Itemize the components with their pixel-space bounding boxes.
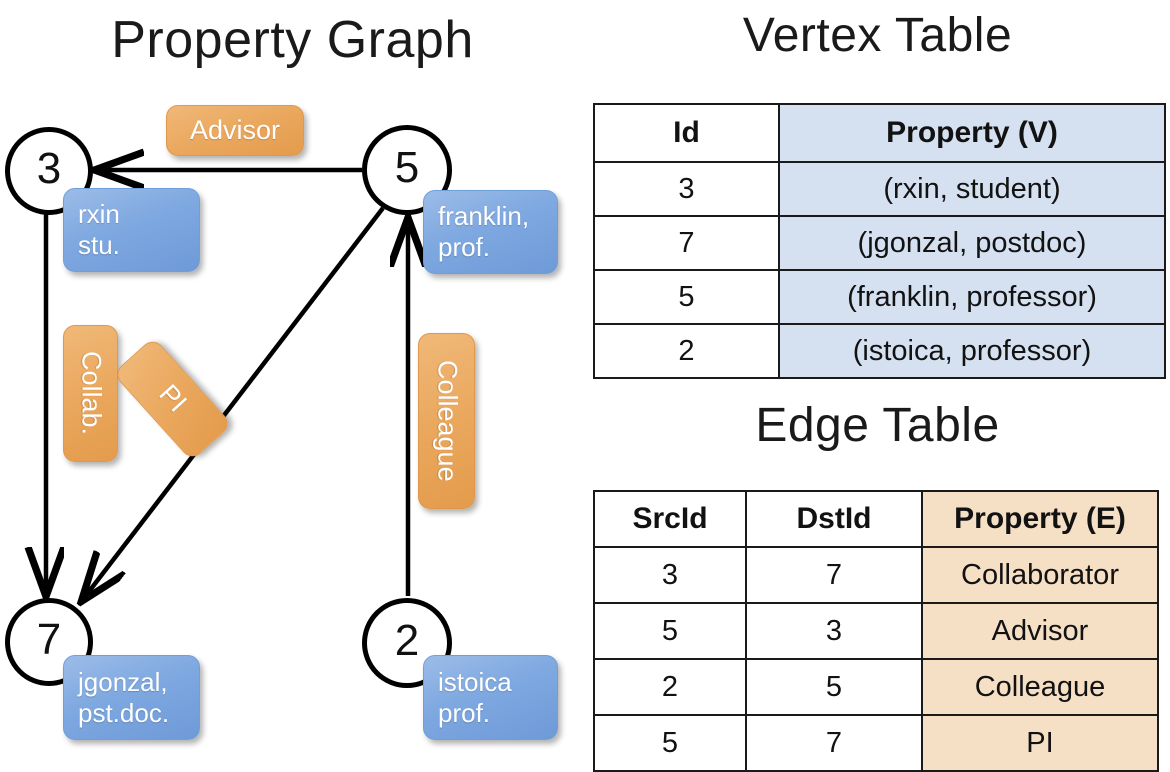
graph-node-2-label: 2 — [394, 616, 420, 665]
vertex-property-badge-franklin[interactable]: franklin, prof. — [423, 190, 558, 274]
edge-property-badge-colleague-label: Colleague — [432, 360, 463, 482]
vertex-cell-id: 7 — [593, 215, 780, 271]
vertex-cell-property: (istoica, professor) — [778, 323, 1166, 379]
graph-node-5-label: 5 — [394, 143, 420, 192]
graph-node-2[interactable]: 2 — [362, 598, 452, 688]
vertex-property-badge-rxin-label: rxin stu. — [78, 199, 120, 260]
edge-cell-property: Colleague — [921, 658, 1159, 716]
vertex-property-badge-jgonzal[interactable]: jgonzal, pst.doc. — [63, 655, 200, 740]
table-row[interactable]: 5 (franklin, professor) — [593, 269, 1166, 325]
edge-property-badge-advisor-label: Advisor — [189, 114, 281, 145]
vertex-property-badge-jgonzal-label: jgonzal, pst.doc. — [78, 666, 170, 728]
edge-cell-property: Advisor — [921, 602, 1159, 660]
vertex-cell-id: 2 — [593, 323, 780, 379]
vertex-cell-property: (rxin, student) — [778, 161, 1166, 217]
edge-property-badge-collab-label: Collab. — [76, 351, 107, 436]
vertex-property-badge-istoica[interactable]: istoica prof. — [423, 655, 558, 740]
edge-cell-dstid: 7 — [745, 714, 923, 772]
edge-table-header-srcid: SrcId — [593, 490, 747, 548]
edge-cell-property: Collaborator — [921, 546, 1159, 604]
vertex-cell-id: 3 — [593, 161, 780, 217]
table-row[interactable]: 3 7 Collaborator — [593, 546, 1159, 604]
edge-cell-srcid: 3 — [593, 546, 747, 604]
vertex-table: Id Property (V) 3 (rxin, student) 7 (jgo… — [593, 103, 1166, 379]
edge-table-header-row: SrcId DstId Property (E) — [593, 490, 1159, 548]
edge-cell-srcid: 2 — [593, 658, 747, 716]
edge-property-badge-colleague[interactable]: Colleague — [418, 333, 475, 509]
graph-edge-lines — [0, 0, 585, 760]
edge-cell-srcid: 5 — [593, 602, 747, 660]
edge-cell-dstid: 5 — [745, 658, 923, 716]
page-title-vertex-table: Vertex Table — [742, 9, 1013, 62]
table-row[interactable]: 3 (rxin, student) — [593, 161, 1166, 217]
edge-cell-dstid: 7 — [745, 546, 923, 604]
vertex-cell-property: (franklin, professor) — [778, 269, 1166, 325]
table-row[interactable]: 2 (istoica, professor) — [593, 323, 1166, 379]
table-row[interactable]: 5 3 Advisor — [593, 602, 1159, 660]
edge-table-header-property: Property (E) — [921, 490, 1159, 548]
vertex-property-badge-rxin[interactable]: rxin stu. — [63, 188, 200, 272]
edge-table-header-dstid: DstId — [745, 490, 923, 548]
graph-node-3-label: 3 — [36, 144, 62, 193]
edge-line-pi — [84, 206, 385, 598]
table-row[interactable]: 5 7 PI — [593, 714, 1159, 772]
page-title-edge-table: Edge Table — [755, 399, 1000, 452]
vertex-property-badge-istoica-label: istoica prof. — [438, 666, 512, 728]
edge-table: SrcId DstId Property (E) 3 7 Collaborato… — [593, 490, 1159, 772]
edge-property-badge-advisor[interactable]: Advisor — [166, 105, 304, 156]
graph-node-7-label: 7 — [36, 615, 62, 664]
edge-cell-srcid: 5 — [593, 714, 747, 772]
vertex-cell-property: (jgonzal, postdoc) — [778, 215, 1166, 271]
vertex-table-header-id: Id — [593, 103, 780, 163]
edge-cell-dstid: 3 — [745, 602, 923, 660]
table-row[interactable]: 7 (jgonzal, postdoc) — [593, 215, 1166, 271]
edge-property-badge-collab[interactable]: Collab. — [63, 325, 118, 462]
vertex-table-header-property: Property (V) — [778, 103, 1166, 163]
vertex-property-badge-franklin-label: franklin, prof. — [438, 201, 530, 262]
page-title-property-graph: Property Graph — [111, 11, 474, 69]
graph-node-5[interactable]: 5 — [362, 125, 452, 215]
vertex-table-header-row: Id Property (V) — [593, 103, 1166, 163]
edge-property-badge-pi-label: PI — [153, 378, 193, 418]
table-row[interactable]: 2 5 Colleague — [593, 658, 1159, 716]
vertex-cell-id: 5 — [593, 269, 780, 325]
edge-cell-property: PI — [921, 714, 1159, 772]
property-graph-diagram: 3 5 7 2 rxin stu. franklin, prof. jgonza… — [0, 0, 585, 760]
